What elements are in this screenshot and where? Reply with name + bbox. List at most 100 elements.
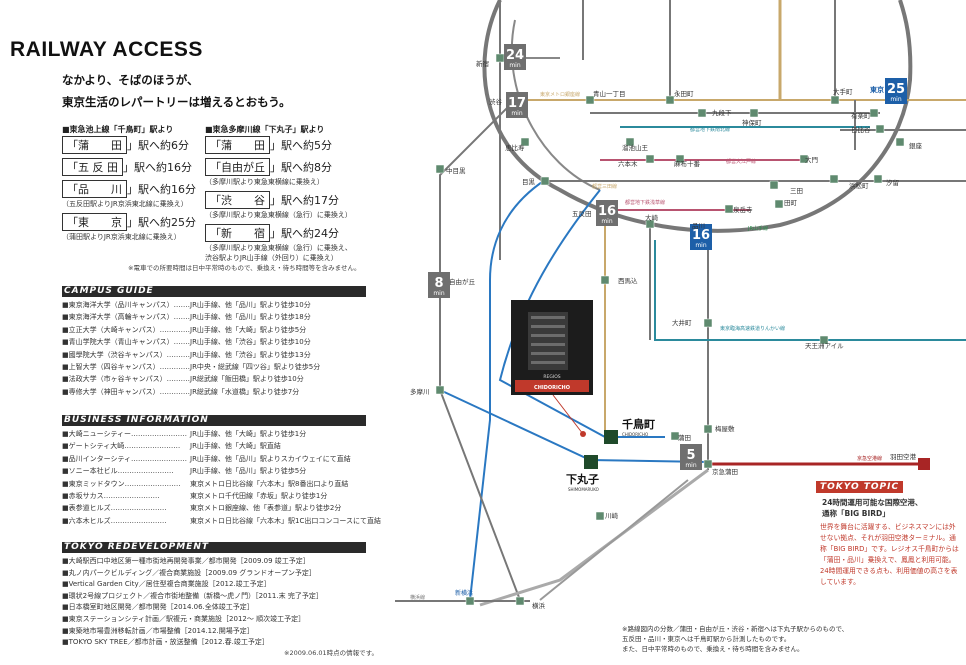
destination-station: 「自由が丘: [205, 158, 270, 176]
station-node-kamata: [670, 431, 680, 441]
station-label-gotanda: 五反田: [572, 209, 592, 218]
list-item: ■品川インターシティ……………………JR山手線、他「品川」駅よりスカイウェイにて…: [62, 453, 381, 465]
redevelopment-item: ■日本橋室町地区開発／都市開発［2014.06.全体竣工予定］: [62, 603, 254, 612]
station-label-ginza: 銀座: [909, 141, 923, 150]
travel-time-row: 「蒲 田」駅へ約5分: [205, 136, 332, 154]
keikyu-main-track: [539, 479, 689, 601]
station-node-yurakucho: [869, 108, 879, 118]
list-item-name: ■東京海洋大学（高輪キャンパス）……………………: [62, 313, 190, 322]
travel-time-value: 25: [887, 82, 905, 97]
travel-time-unit: min: [511, 110, 523, 117]
travel-time-unit: min: [601, 218, 613, 225]
tokyo-topic-heading: TOKYO TOPIC: [816, 481, 904, 493]
station-label-kamata: 蒲田: [678, 433, 691, 442]
building-name-2: CHIDORICHO: [534, 385, 570, 391]
station-node-shinjuku: [495, 53, 505, 63]
tagline-line-2: 東京生活のレパートリーは増えるとおもう。: [62, 95, 291, 109]
station-node-roppongi: [645, 154, 655, 164]
list-item: ■國學院大学（渋谷キャンパス）……………………JR山手線、他「渋谷」駅より徒歩1…: [62, 349, 320, 361]
station-label-shibuya: 渋谷: [489, 97, 503, 106]
tokyo-topic-subtitle: 24時間運用可能な国際空港、 通称「BIG BIRD」: [822, 497, 922, 519]
topic-sub-line-2: 通称「BIG BIRD」: [822, 509, 890, 518]
yamanote-loop: [482, 0, 913, 233]
station-node-mita: [769, 180, 779, 190]
destination-station: 「渋 谷: [205, 191, 270, 209]
list-item-name: ■ゲートシティ大崎……………………: [62, 442, 181, 451]
list-item: ■大崎ニューシティー……………………JR山手線、他「大崎」駅より徒歩1分: [62, 428, 381, 440]
travel-time-unit: min: [509, 62, 521, 69]
travel-time-value: 24: [506, 48, 524, 63]
station-node-keikyukamata: [703, 459, 713, 469]
line-label-keikyu: 京急空港線: [857, 455, 882, 462]
list-item-access: JR山手線、他「品川」駅より徒歩5分: [190, 467, 307, 476]
station-label-jiyugaoka: 自由が丘: [449, 277, 476, 286]
railway-map: REGIOS CHIDORICHO 24min17min25min16min16…: [395, 0, 966, 610]
list-item-access: JR山手線、他「渋谷」駅より徒歩10分: [190, 338, 311, 347]
station-node-kawasaki: [595, 511, 605, 521]
building-floor: [531, 316, 565, 319]
building-name-plate: [515, 380, 589, 392]
transfer-note: （多摩川駅より東急東横線（急行）に乗換え）: [205, 211, 352, 219]
station-node-hamamatsucho: [829, 174, 839, 184]
travel-time-value: 8: [434, 276, 443, 291]
station-node-nagatacho: [665, 95, 675, 105]
list-item: ■東京海洋大学（品川キャンパス）……………………JR山手線、他「品川」駅より徒歩…: [62, 299, 320, 311]
line-label-namboku: 都営地下鉄南北線: [690, 126, 730, 133]
travel-time-suffix: 」駅へ約: [270, 161, 314, 174]
transfer-note: （五反田駅よりJR京浜東北線に乗換え）: [62, 200, 188, 208]
redevelopment-note: ※2009.06.01時点の情報です。: [284, 649, 379, 657]
tagline-line-1: なかより、そばのほうが、: [62, 73, 199, 87]
list-item: ■赤坂サカス……………………東京メトロ千代田線「赤坂」駅より徒歩1分: [62, 490, 381, 502]
station-node-umeyashiki: [703, 424, 713, 434]
times-footnote: ※電車での所要時間は日中平常時のもので、乗換え・待ち時間等を含みません。: [128, 264, 361, 272]
station-label-shiodome: 汐留: [886, 178, 899, 187]
travel-minutes: 17分: [314, 194, 339, 207]
station-node-ebisu: [520, 137, 530, 147]
list-item-access: JR中央・総武線「四ツ谷」駅より徒歩5分: [190, 362, 321, 371]
station-node-otemachi: [830, 95, 840, 105]
station-node-osaki: [645, 219, 655, 229]
station-label-tamachi2: 溜池山王: [622, 143, 649, 152]
line-label-rinkai: 東京臨海高速鉄道りんかい線: [720, 325, 785, 332]
station-node-haneda: [918, 458, 930, 470]
travel-time-badge: [680, 444, 702, 470]
travel-time-unit: min: [695, 242, 707, 249]
chidoricho-romaji: CHIDORICHO: [622, 432, 648, 437]
building-floor: [531, 361, 565, 364]
travel-time-value: 16: [692, 228, 710, 243]
travel-time-row: 「自由が丘」駅へ約8分: [205, 158, 332, 176]
travel-time-badge: [885, 78, 907, 104]
station-label-azabu: 麻布十番: [674, 159, 701, 168]
travel-time-unit: min: [685, 462, 697, 469]
travel-time-value: 17: [508, 96, 526, 111]
station-node-yokohama: [515, 596, 525, 606]
travel-minutes: 24分: [314, 227, 339, 240]
building-floor: [531, 334, 565, 337]
station-label-kudanshita: 九段下: [712, 108, 732, 117]
list-item-access: JR山手線、他「渋谷」駅より徒歩13分: [190, 350, 311, 359]
redevelopment-item: ■東京ステーションシティ計画／駅複元・商業施設［2012〜 順次竣工予定］: [62, 614, 306, 623]
destination-station: 「品 川: [62, 180, 127, 198]
station-node-jimbocho: [749, 108, 759, 118]
travel-time-suffix: 」駅へ約: [270, 227, 314, 240]
destination-station: 「蒲 田: [205, 136, 270, 154]
station-node-nakameguro: [435, 164, 445, 174]
station-label-sengakuji: 泉岳寺: [733, 205, 753, 214]
list-item-name: ■大崎ニューシティー……………………: [62, 430, 188, 438]
line-label-asakusa: 都営地下鉄浅草線: [625, 199, 665, 206]
transfer-note: （蒲田駅よりJR京浜東北線に乗換え）: [62, 233, 181, 241]
station-node-kudanshita: [697, 108, 707, 118]
travel-minutes: 5分: [314, 139, 332, 152]
list-item: ■六本木ヒルズ……………………東京メトロ日比谷線「六本木」駅1C出口コンコースに…: [62, 515, 381, 527]
list-item: ■ゲートシティ大崎……………………JR山手線、他「大崎」駅直結: [62, 440, 381, 452]
station-node-azabu: [675, 154, 685, 164]
ikegami-line-track: [498, 189, 665, 438]
map-footnote-line: 五反田・品川・東京へは千鳥町駅から計測したものです。: [622, 635, 791, 643]
station-label-meguro: 目黒: [522, 178, 536, 186]
